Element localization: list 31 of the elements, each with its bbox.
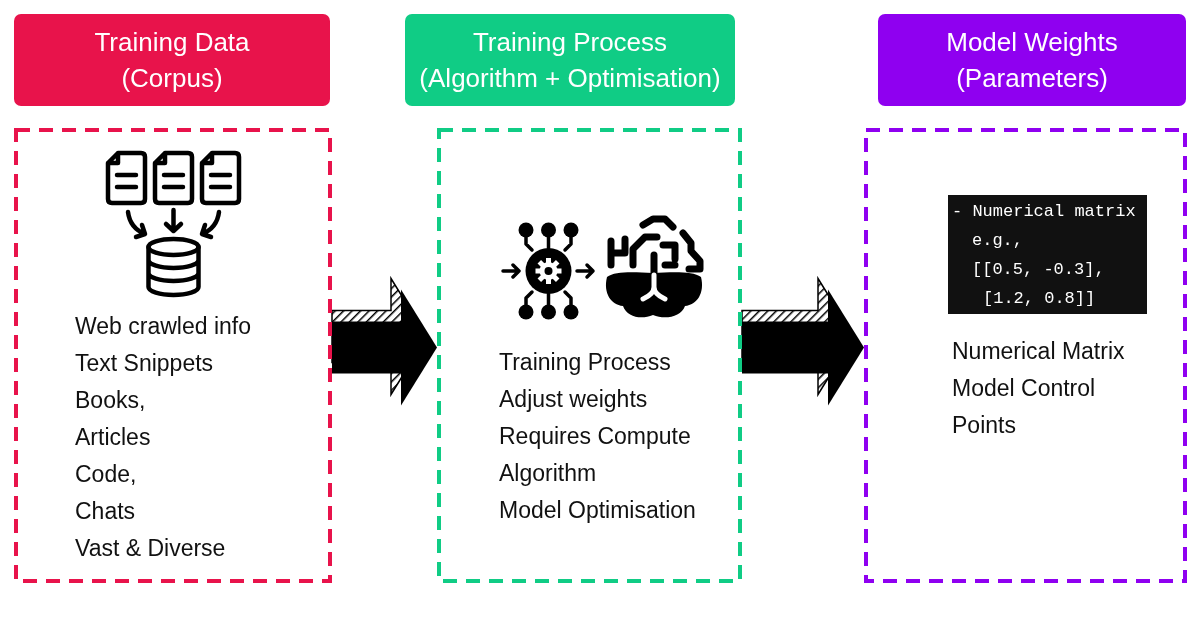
header-banner	[878, 14, 1186, 106]
header-title: Training Data	[94, 26, 250, 59]
code-line: - Numerical matrix	[952, 201, 1136, 223]
dashed-panel	[864, 128, 1187, 583]
list-item-text: Chats	[75, 497, 136, 526]
header-banner	[14, 14, 330, 106]
list-item-text: Algorithm	[499, 459, 597, 488]
list-item-text: Numerical Matrix	[952, 337, 1125, 366]
list-item-text: Adjust weights	[499, 385, 648, 414]
dashed-panel	[14, 128, 332, 583]
header-title: Model Weights	[946, 26, 1118, 59]
list-item-text: Web crawled info	[75, 312, 251, 341]
list-item-text: Code,	[75, 460, 137, 489]
list-item-text: Model Control Points	[952, 374, 1097, 440]
dashed-panel	[437, 128, 742, 583]
list-item-text: Books,	[75, 386, 146, 415]
code-line: [[0.5, -0.3],	[972, 259, 1105, 281]
code-line: [1.2, 0.8]]	[983, 288, 1096, 310]
list-item-text: Requires Compute	[499, 422, 691, 451]
list-item-text: Training Process	[499, 348, 671, 377]
list-item-text: Vast & Diverse	[75, 534, 226, 563]
header-title: Training Process	[472, 26, 668, 59]
header-title: (Corpus)	[121, 62, 223, 95]
list-item-text: Articles	[75, 423, 151, 452]
list-item-text: Text Snippets	[75, 349, 214, 378]
code-line: e.g.,	[972, 230, 1023, 252]
code-block	[948, 195, 1147, 314]
list-item-text: Model Optimisation	[499, 496, 696, 525]
header-title: (Algorithm + Optimisation)	[419, 62, 721, 95]
header-title: (Parameters)	[956, 62, 1108, 95]
header-banner	[405, 14, 735, 106]
